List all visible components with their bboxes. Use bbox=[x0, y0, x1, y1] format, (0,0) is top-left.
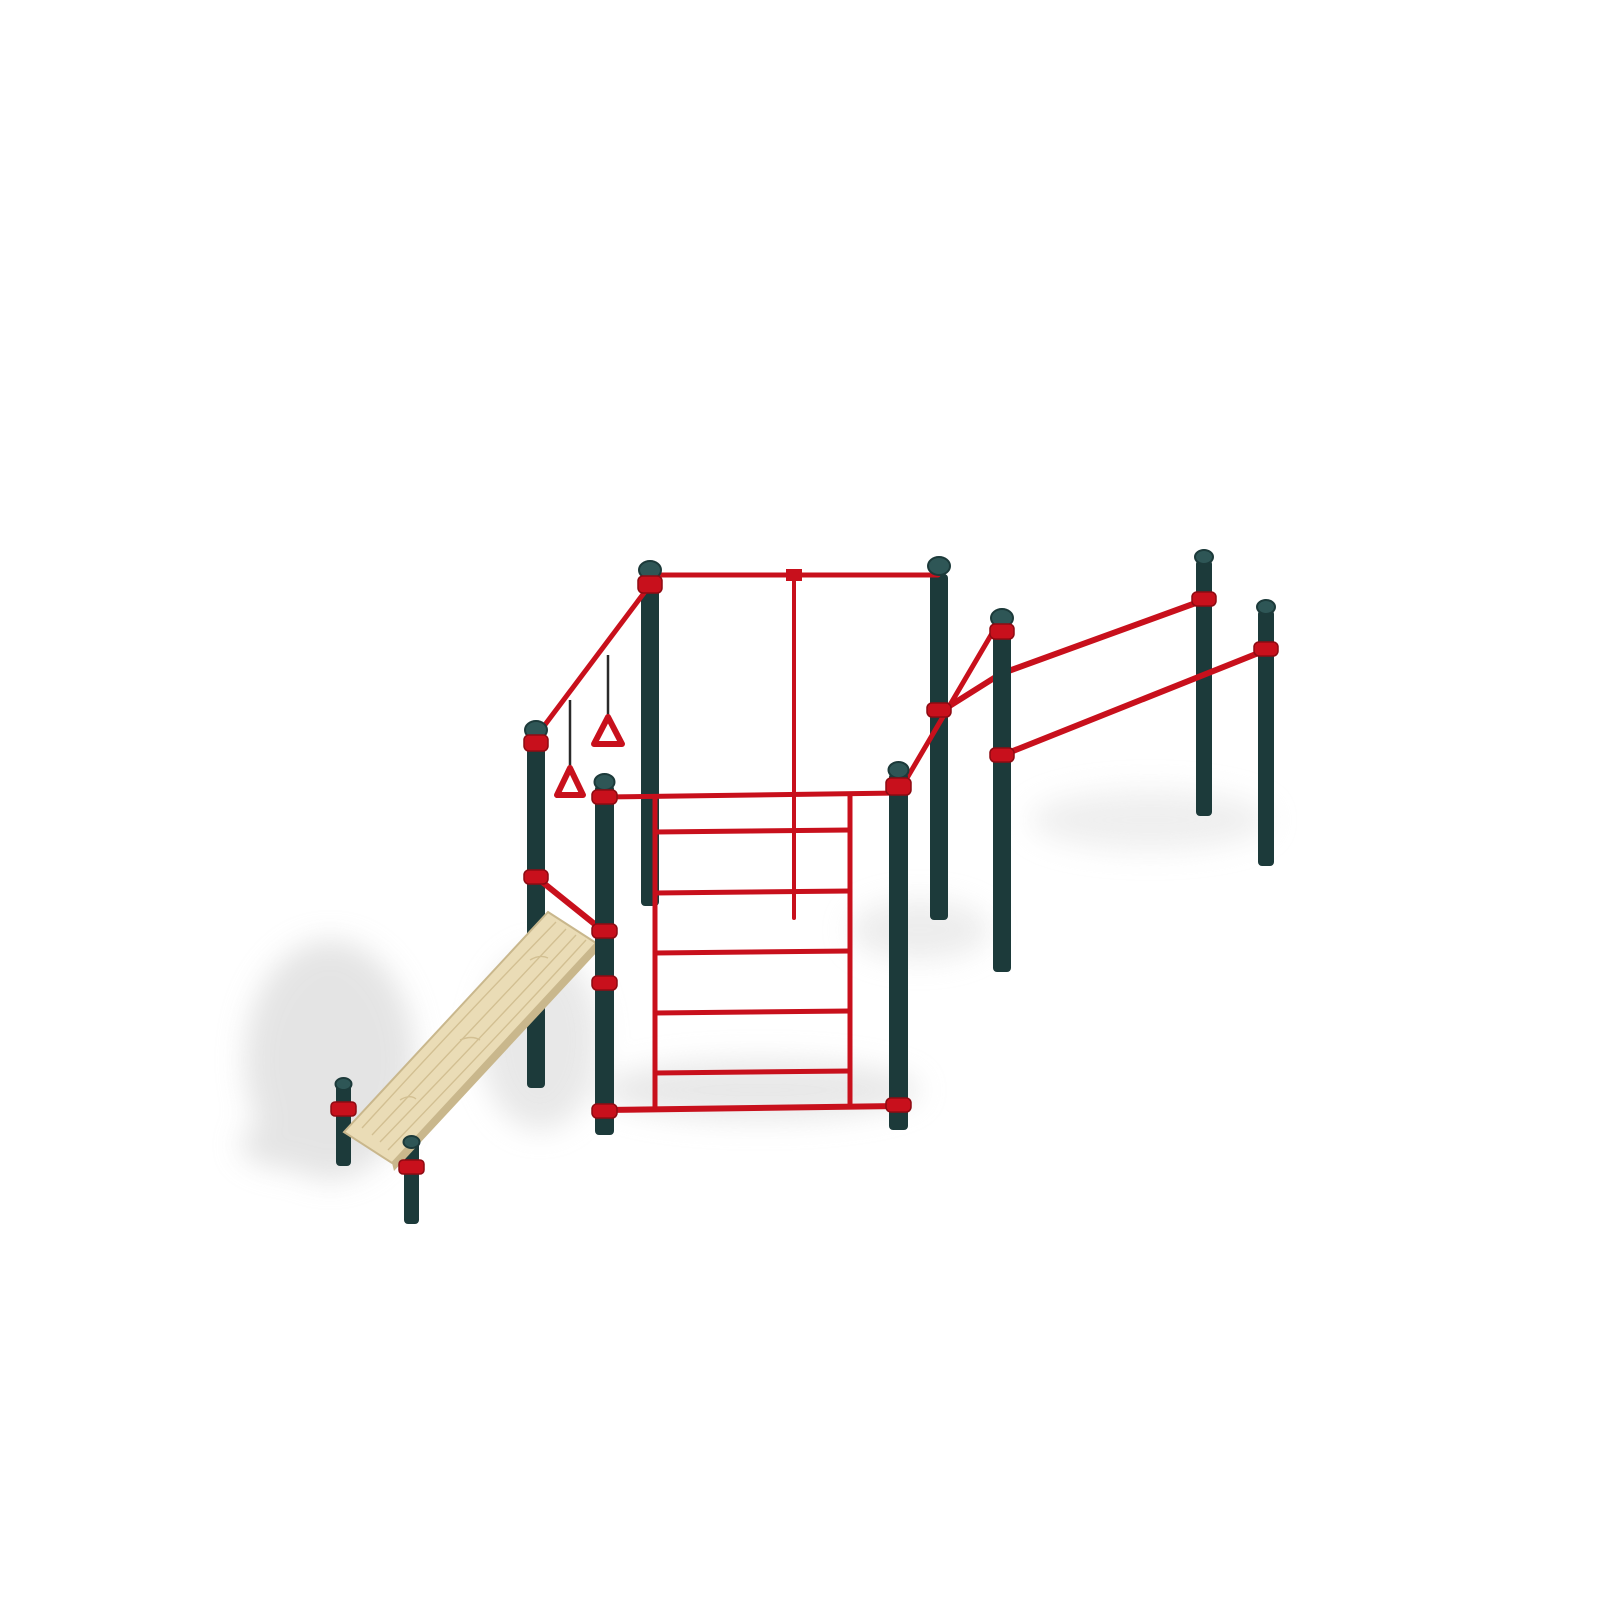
ladder-rung-5 bbox=[652, 1068, 853, 1076]
bars-shadow bbox=[1030, 790, 1270, 850]
ladder-rung-1 bbox=[652, 827, 853, 835]
collar-bars-far-left bbox=[1191, 591, 1217, 607]
collar-front-left-bottom bbox=[591, 1103, 618, 1119]
post-front-left bbox=[595, 785, 614, 1135]
bench-plank-edge bbox=[392, 943, 598, 1171]
bench-collar-back bbox=[330, 1101, 357, 1117]
collar-front-left-low bbox=[591, 975, 618, 991]
collar-bars-near-top bbox=[989, 623, 1015, 640]
bench-leg-front-cap bbox=[402, 1135, 421, 1149]
bench-grain bbox=[361, 921, 587, 1151]
collar-front-right-bottom bbox=[885, 1097, 912, 1113]
post-back-right bbox=[930, 574, 948, 920]
collar-left-mid-top bbox=[523, 734, 549, 752]
post-bars-near bbox=[993, 628, 1011, 972]
ring-right-icon bbox=[591, 714, 625, 747]
collar-back-left-top bbox=[637, 575, 663, 594]
frame-shadow-right bbox=[850, 900, 990, 960]
ladder-rung-2 bbox=[652, 888, 853, 896]
collar-bars-far-right bbox=[1253, 641, 1279, 657]
pole-clamp bbox=[786, 569, 802, 581]
back-posts bbox=[641, 560, 1274, 920]
bench-collar-front bbox=[398, 1159, 425, 1175]
parallel-bar-upper bbox=[1000, 597, 1207, 676]
cap-front-right bbox=[887, 761, 910, 779]
post-collars bbox=[523, 575, 1279, 1119]
cap-bars-far-right bbox=[1256, 599, 1276, 615]
post-bars-far-left bbox=[1196, 560, 1212, 816]
collar-left-mid-low bbox=[523, 869, 549, 885]
collar-front-left-mid bbox=[591, 923, 618, 939]
wall-ladder bbox=[602, 791, 901, 1113]
bottom-bar-front bbox=[602, 1103, 901, 1113]
bench-leg-back-cap bbox=[334, 1077, 353, 1091]
cap-front-left bbox=[593, 773, 616, 791]
cap-bars-far-left bbox=[1194, 549, 1214, 565]
collar-bars-near-low bbox=[989, 747, 1015, 763]
post-bars-far-right bbox=[1258, 610, 1274, 866]
post-front-right bbox=[889, 773, 908, 1130]
parallel-bars bbox=[937, 597, 1269, 758]
post-left-mid bbox=[527, 740, 545, 1088]
bench-foot-shadow bbox=[240, 1120, 360, 1170]
ladder-rung-3 bbox=[652, 948, 853, 956]
cap-back-right bbox=[927, 556, 951, 576]
bench-support-bar bbox=[533, 874, 605, 933]
front-posts bbox=[595, 773, 908, 1135]
collar-back-right-mid bbox=[926, 702, 952, 718]
bench-leg-back bbox=[336, 1082, 351, 1166]
incline-bench bbox=[330, 874, 605, 1224]
ring-left-icon bbox=[554, 765, 586, 798]
gymnastic-rings bbox=[554, 655, 625, 798]
collar-front-right-top bbox=[885, 777, 912, 796]
ladder-rung-4 bbox=[652, 1008, 853, 1016]
top-bar-left-diagonal bbox=[532, 582, 653, 741]
collar-front-left-top bbox=[591, 789, 618, 805]
parallel-bar-lower bbox=[1000, 647, 1269, 758]
